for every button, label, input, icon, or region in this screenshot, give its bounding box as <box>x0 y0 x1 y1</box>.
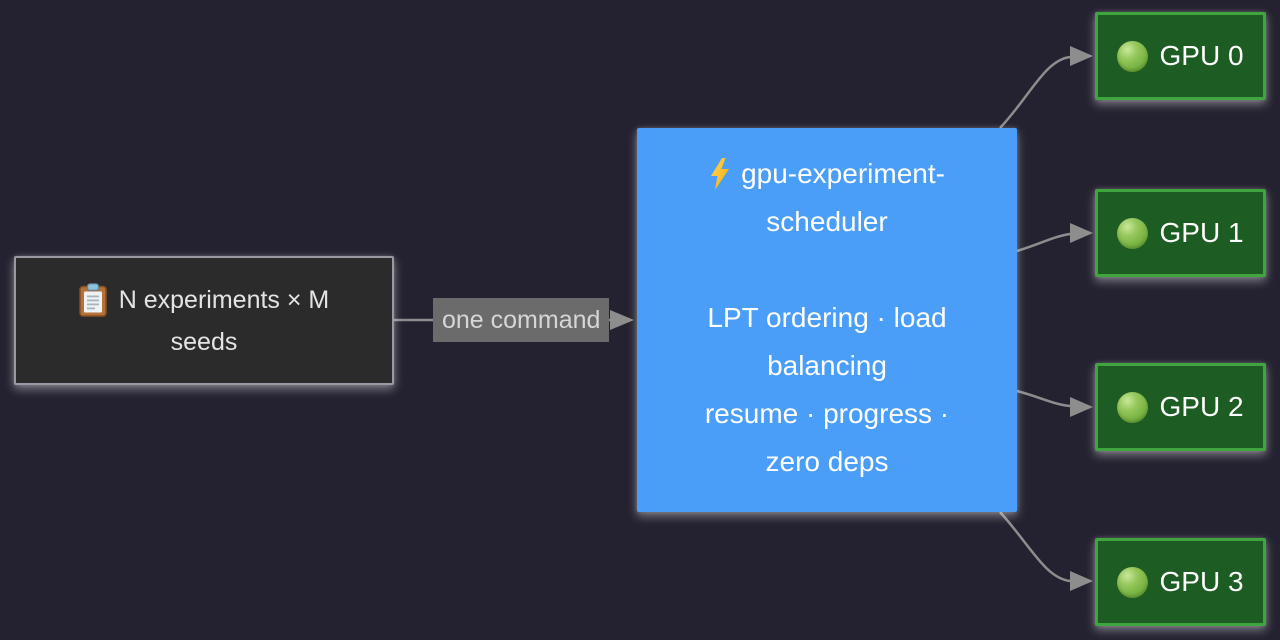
arrowhead-scheduler <box>610 310 634 330</box>
scheduler-body-line3: resume · progress · <box>704 398 950 429</box>
gpu-node-1: GPU 1 <box>1095 189 1266 277</box>
scheduler-body-line1: LPT ordering · load <box>707 302 947 333</box>
input-node: N experiments × M seeds <box>14 256 394 385</box>
scheduler-title-line1: gpu-experiment- <box>741 158 945 189</box>
scheduler-body-line4: zero deps <box>765 446 889 477</box>
input-node-label-line1: N experiments × M <box>118 285 330 314</box>
gpu-node-0: GPU 0 <box>1095 12 1266 100</box>
gpu-node-label: GPU 3 <box>1159 566 1244 597</box>
input-node-label-line2: seeds <box>170 327 238 356</box>
edge-scheduler-to-gpu2 <box>1016 389 1071 408</box>
edge-label: one command <box>433 298 610 342</box>
arrowhead-gpu1 <box>1070 223 1093 243</box>
gpu-node-3: GPU 3 <box>1095 538 1266 626</box>
lightning-icon <box>709 157 731 191</box>
arrowhead-gpu2 <box>1070 397 1093 417</box>
edge-scheduler-to-gpu0 <box>999 55 1071 129</box>
green-circle-icon <box>1117 40 1149 72</box>
scheduler-title-line2: scheduler <box>766 206 888 237</box>
gpu-node-label: GPU 0 <box>1159 40 1244 71</box>
scheduler-body-line2: balancing <box>767 350 887 381</box>
gpu-node-label: GPU 2 <box>1159 391 1244 422</box>
gpu-node-2: GPU 2 <box>1095 363 1266 451</box>
edge-scheduler-to-gpu3 <box>999 511 1071 583</box>
edge-scheduler-to-gpu1 <box>1016 232 1071 253</box>
green-circle-icon <box>1117 566 1149 598</box>
scheduler-node: gpu-experiment- scheduler LPT ordering ·… <box>637 128 1017 512</box>
green-circle-icon <box>1117 391 1149 423</box>
arrowhead-gpu0 <box>1070 46 1093 66</box>
arrowhead-gpu3 <box>1070 571 1093 591</box>
gpu-node-label: GPU 1 <box>1159 217 1244 248</box>
green-circle-icon <box>1117 217 1149 249</box>
clipboard-icon <box>79 282 107 317</box>
